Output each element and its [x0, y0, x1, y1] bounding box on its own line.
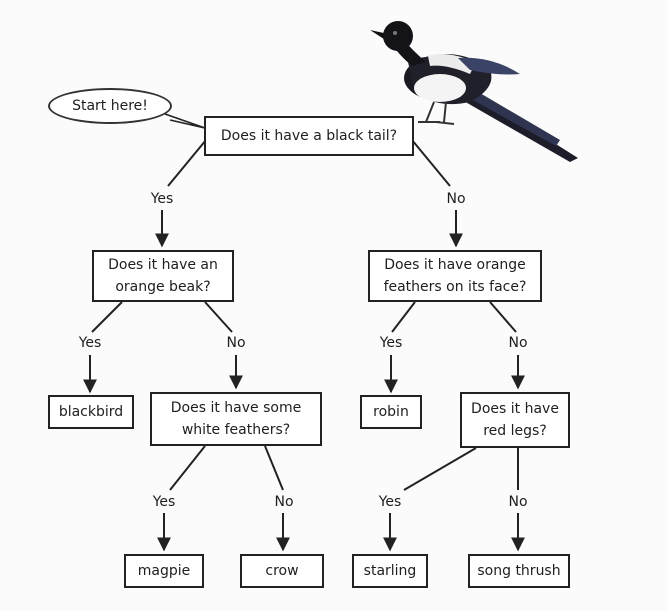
line-q1-yes	[167, 139, 207, 187]
answer-crow: crow	[240, 554, 324, 588]
question-orange-beak: Does it have an orange beak?	[92, 250, 234, 302]
line-q1-no	[411, 139, 451, 187]
q3-yes-label: Yes	[371, 335, 411, 351]
answer-song-thrush: song thrush	[468, 554, 570, 588]
q5-yes-label: Yes	[370, 494, 410, 510]
answer-starling: starling	[352, 554, 428, 588]
line-q4-yes	[169, 445, 206, 491]
answer-blackbird: blackbird	[48, 395, 134, 429]
question-black-tail: Does it have a black tail?	[204, 116, 414, 156]
line-q2-no	[204, 301, 233, 333]
question-red-legs: Does it have red legs?	[460, 392, 570, 448]
callout-tail	[164, 113, 206, 129]
q4-yes-label: Yes	[144, 494, 184, 510]
line-q3-yes	[391, 301, 416, 333]
q2-yes-label: Yes	[70, 335, 110, 351]
start-here-callout: Start here!	[48, 88, 172, 124]
line-q5-yes	[403, 447, 477, 491]
start-here-label: Start here!	[72, 98, 148, 114]
answer-magpie: magpie	[124, 554, 204, 588]
question-white-feathers: Does it have some white feathers?	[150, 392, 322, 446]
q1-no-label: No	[436, 191, 476, 207]
line-q3-no	[489, 301, 517, 333]
q4-no-label: No	[264, 494, 304, 510]
q5-no-label: No	[498, 494, 538, 510]
magpie-icon	[370, 21, 578, 162]
answer-robin: robin	[360, 395, 422, 429]
q3-no-label: No	[498, 335, 538, 351]
line-q4-no	[264, 445, 284, 491]
question-orange-face-feathers: Does it have orange feathers on its face…	[368, 250, 542, 302]
line-q2-yes	[91, 301, 123, 333]
q2-no-label: No	[216, 335, 256, 351]
q1-yes-label: Yes	[142, 191, 182, 207]
